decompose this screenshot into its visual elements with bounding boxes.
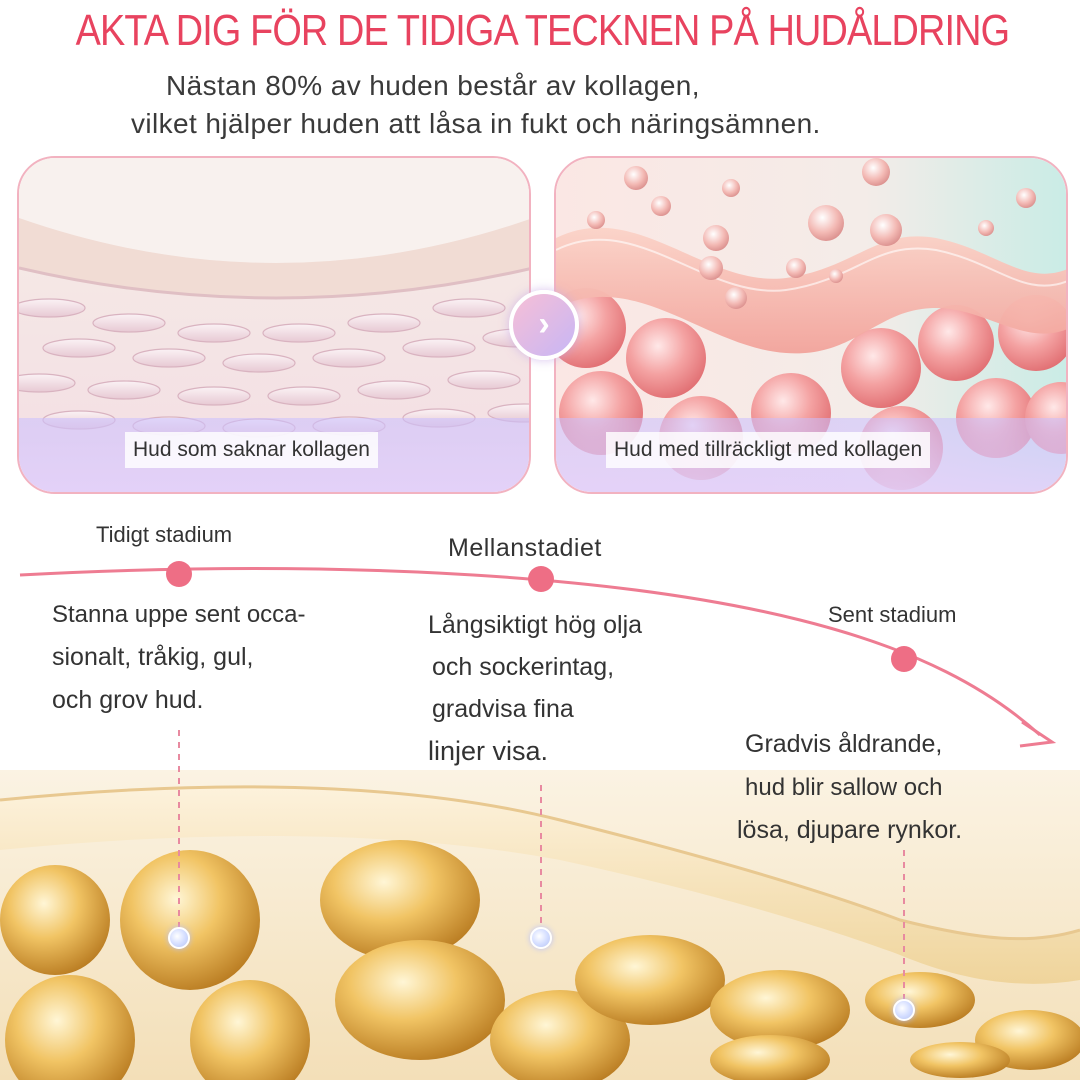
desc-line: hud blir sallow och [745,774,943,801]
intro-line-2: vilket hjälper huden att låsa in fukt oc… [131,108,821,139]
left-panel-caption: Hud som saknar kollagen [125,432,378,468]
stage-dot-middle [528,566,554,592]
desc-line: gradvisa fina [432,695,574,723]
desc-line: och grov hud. [52,686,204,714]
page-headline: AKTA DIG FÖR DE TIDIGA TECKNEN PÅ HUDÅLD… [75,6,1010,55]
stage-desc-middle: Långsiktigt hög olja och sockerintag, gr… [428,604,642,772]
caption-bar: Hud som saknar kollagen [19,418,529,492]
skin-point-late [893,999,915,1021]
desc-line: Gradvis åldrande, [745,730,943,758]
right-panel-caption: Hud med tillräckligt med kollagen [606,432,931,468]
stage-dot-early [166,561,192,587]
caption-bar: Hud med tillräckligt med kollagen [556,418,1066,492]
desc-line: sionalt, tråkig, gul, [52,643,254,671]
stage-title-middle: Mellanstadiet [448,534,602,562]
stage-dot-late [891,646,917,672]
compare-arrow-badge: › [509,290,579,360]
desc-line: lösa, djupare rynkor. [737,816,963,844]
intro-line-1: Nästan 80% av huden består av kollagen, [166,70,700,101]
skin-with-collagen-panel: Hud med tillräckligt med kollagen [554,156,1068,494]
stage-desc-early: Stanna uppe sent occa- sionalt, tråkig, … [52,593,306,722]
stage-title-late: Sent stadium [828,602,957,627]
desc-line: linjer visa. [428,736,549,766]
skin-without-collagen-panel: Hud som saknar kollagen [17,156,531,494]
desc-line: Långsiktigt hög olja [428,611,643,639]
desc-line: och sockerintag, [432,653,615,681]
stage-title-early: Tidigt stadium [96,522,233,547]
desc-line: Stanna uppe sent occa- [52,601,306,628]
skin-point-early [168,927,190,949]
stage-desc-late: Gradvis åldrande, hud blir sallow och lö… [737,723,962,852]
chevron-right-icon: › [538,305,550,343]
skin-point-middle [530,927,552,949]
